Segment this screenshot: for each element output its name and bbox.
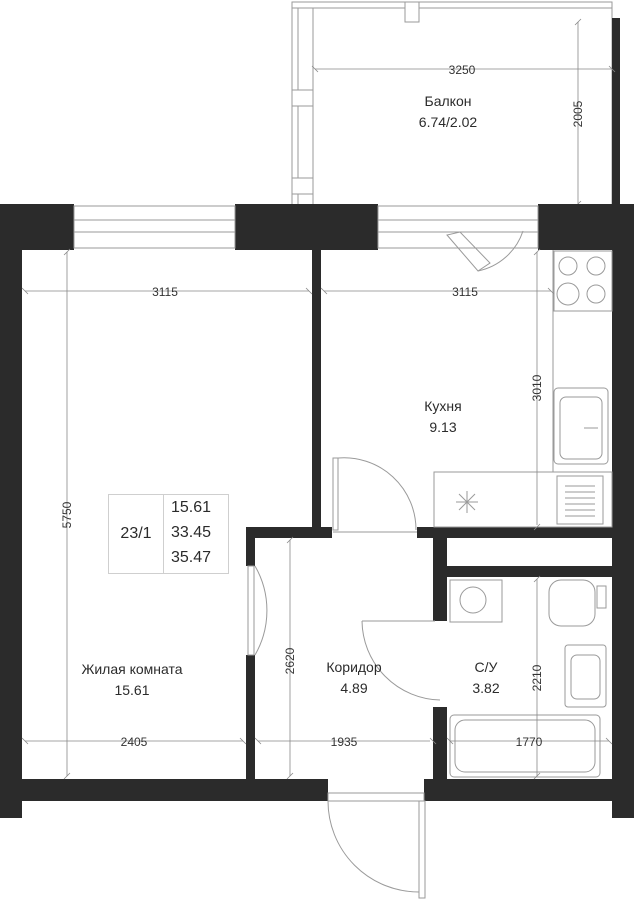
corridor-area: 4.89 <box>340 680 367 696</box>
living-name: Жилая комната <box>81 661 182 677</box>
apartment-number: 23/1 <box>120 525 152 542</box>
wall-bottom-right <box>424 779 634 801</box>
balcony-post <box>291 89 314 107</box>
dishwasher <box>556 475 604 525</box>
kitchen-width-label: 3115 <box>452 285 478 299</box>
toilet <box>548 579 596 627</box>
wall-top-right <box>538 204 620 250</box>
windows <box>73 205 539 272</box>
walls <box>0 204 634 818</box>
doors <box>247 457 441 899</box>
wall-kitchen-bottom <box>417 527 612 538</box>
kitchen-area: 9.13 <box>429 419 456 435</box>
stove <box>553 250 613 312</box>
wall-right <box>612 204 634 818</box>
washing-machine <box>449 579 503 623</box>
bathroom-fixtures <box>449 579 607 778</box>
kitchen-fixtures <box>433 250 613 528</box>
wall-bottom-left <box>0 779 328 801</box>
living-depth-label: 5750 <box>60 501 74 528</box>
bathroom-sink <box>564 644 607 708</box>
kitchen-name: Кухня <box>424 398 461 414</box>
kitchen-sink <box>553 387 609 465</box>
living-area: 15.61 <box>114 682 149 698</box>
balcony-width-label: 3250 <box>449 63 476 77</box>
bottom-mid-dim-label: 1935 <box>331 735 358 749</box>
total-area-value: 33.45 <box>171 524 212 541</box>
balcony-post <box>291 177 314 195</box>
living-area-value: 15.61 <box>171 499 212 516</box>
wall-bath-left-bottom <box>433 707 447 785</box>
balcony-name: Балкон <box>425 93 472 109</box>
wall-living-kitchen <box>312 250 321 530</box>
corridor-name: Коридор <box>326 659 382 675</box>
balcony-area: 6.74/2.02 <box>419 114 478 130</box>
bath-depth-label: 2210 <box>530 664 544 691</box>
wall-left <box>0 204 22 818</box>
bathtub <box>449 714 601 778</box>
bottom-left-dim-label: 2405 <box>121 735 148 749</box>
apartment-area-box: 23/1 15.61 33.45 35.47 <box>108 494 229 574</box>
wall-corridor-top <box>246 527 332 538</box>
wall-bath-left-top <box>433 527 447 621</box>
balcony <box>291 1 620 208</box>
bathroom-name: С/У <box>475 659 498 675</box>
area-box-divider <box>163 495 164 573</box>
kitchen-depth-label: 3010 <box>530 374 544 401</box>
fridge-icon <box>456 491 478 513</box>
wall-top-mid <box>235 204 378 250</box>
bottom-right-dim-label: 1770 <box>516 735 543 749</box>
living-width-label: 3115 <box>152 285 178 299</box>
wall-corridor-left-top <box>246 527 255 566</box>
kitchen-door-leaf <box>332 457 339 531</box>
living-door-leaf <box>247 565 255 656</box>
balcony-wall <box>612 18 620 206</box>
entrance-door-leaf <box>418 800 426 899</box>
balcony-depth-label: 2005 <box>571 100 585 127</box>
bathroom-area: 3.82 <box>472 680 499 696</box>
total-with-balcony-value: 35.47 <box>171 549 212 566</box>
wall-bath-top <box>447 566 612 577</box>
dimension-lines <box>21 248 613 780</box>
balcony-post <box>404 1 420 23</box>
wall-corridor-left-bottom <box>246 655 255 785</box>
corridor-depth-label: 2620 <box>283 647 297 674</box>
